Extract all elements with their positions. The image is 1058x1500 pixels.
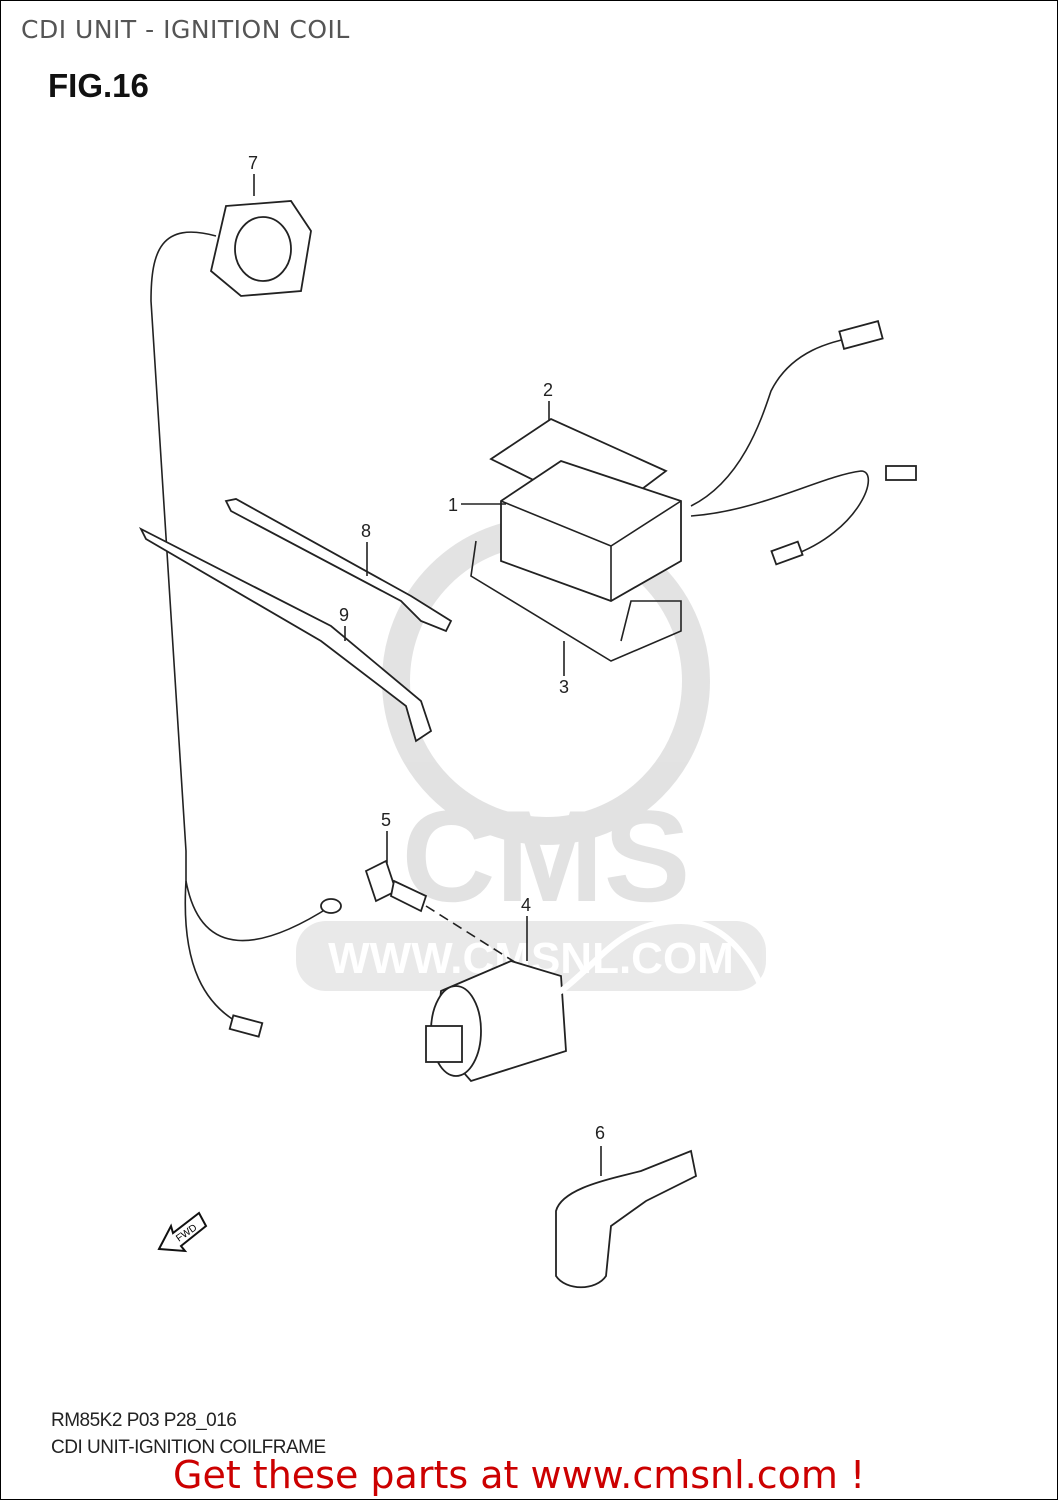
- page-title: CDI UNIT - IGNITION COIL: [21, 15, 350, 44]
- callout-8: 8: [361, 521, 371, 576]
- svg-text:6: 6: [595, 1123, 605, 1143]
- svg-text:9: 9: [339, 605, 349, 625]
- callout-6: 6: [595, 1123, 605, 1176]
- svg-text:2: 2: [543, 380, 553, 400]
- diagram-code: RM85K2 P03 P28_016: [51, 1410, 237, 1431]
- part-8-band: [224, 498, 453, 633]
- callout-7: 7: [248, 153, 258, 196]
- callout-9: 9: [339, 605, 349, 641]
- svg-text:3: 3: [559, 677, 569, 697]
- callout-4: 4: [521, 895, 531, 961]
- forward-direction-arrow: FWD: [157, 1211, 208, 1253]
- svg-text:7: 7: [248, 153, 258, 173]
- part-5-bolt: [364, 859, 522, 967]
- watermark-brand: CMS: [402, 783, 691, 929]
- svg-text:4: 4: [521, 895, 531, 915]
- svg-text:1: 1: [448, 495, 458, 515]
- part-6-plug-cap: [555, 1149, 698, 1289]
- part-2-cdi-unit: [489, 320, 917, 602]
- callout-1: 1: [448, 495, 506, 515]
- part-3-cdi-holder: [470, 540, 682, 662]
- part-9-clamp: [138, 526, 433, 743]
- svg-text:5: 5: [381, 810, 391, 830]
- part-7-pickup-coil: [150, 200, 342, 1038]
- callout-5: 5: [381, 810, 391, 863]
- svg-text:8: 8: [361, 521, 371, 541]
- callout-3: 3: [559, 641, 569, 697]
- frame-label: CDI UNIT-IGNITION COILFRAME: [51, 1437, 326, 1458]
- figure-number: FIG.16: [48, 67, 149, 104]
- part-4-ignition-coil: [425, 917, 780, 1143]
- promo-link[interactable]: Get these parts at www.cmsnl.com !: [173, 1453, 866, 1497]
- callout-2: 2: [543, 380, 553, 421]
